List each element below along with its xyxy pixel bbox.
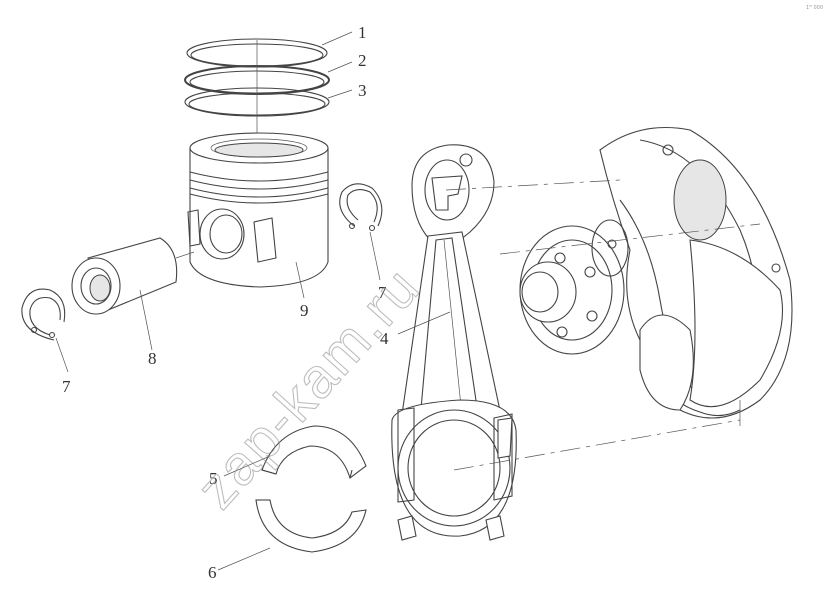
callout-7-left: 7 [62, 377, 71, 396]
piston-pin [71, 237, 195, 315]
piston [187, 132, 329, 288]
callout-1: 1 [358, 23, 367, 42]
retaining-ring-left [21, 288, 66, 341]
bearing-shell-upper [261, 425, 367, 479]
callout-3: 3 [358, 81, 367, 100]
crankshaft [519, 127, 793, 419]
leader-lines [55, 31, 451, 571]
center-lines [445, 179, 761, 471]
callout-4: 4 [380, 329, 389, 348]
callout-2: 2 [358, 51, 367, 70]
callout-9: 9 [300, 301, 309, 320]
watermark-text: zap-kam.ru [184, 255, 432, 520]
bearing-shell-lower [255, 499, 367, 553]
connecting-rod [391, 144, 517, 541]
callout-6: 6 [208, 563, 217, 582]
callout-5: 5 [209, 469, 218, 488]
corner-mark: 1ᴹ 000 [806, 5, 823, 11]
retaining-ring-right [339, 183, 383, 232]
callout-7-right: 7 [378, 283, 387, 302]
callout-8: 8 [148, 349, 157, 368]
